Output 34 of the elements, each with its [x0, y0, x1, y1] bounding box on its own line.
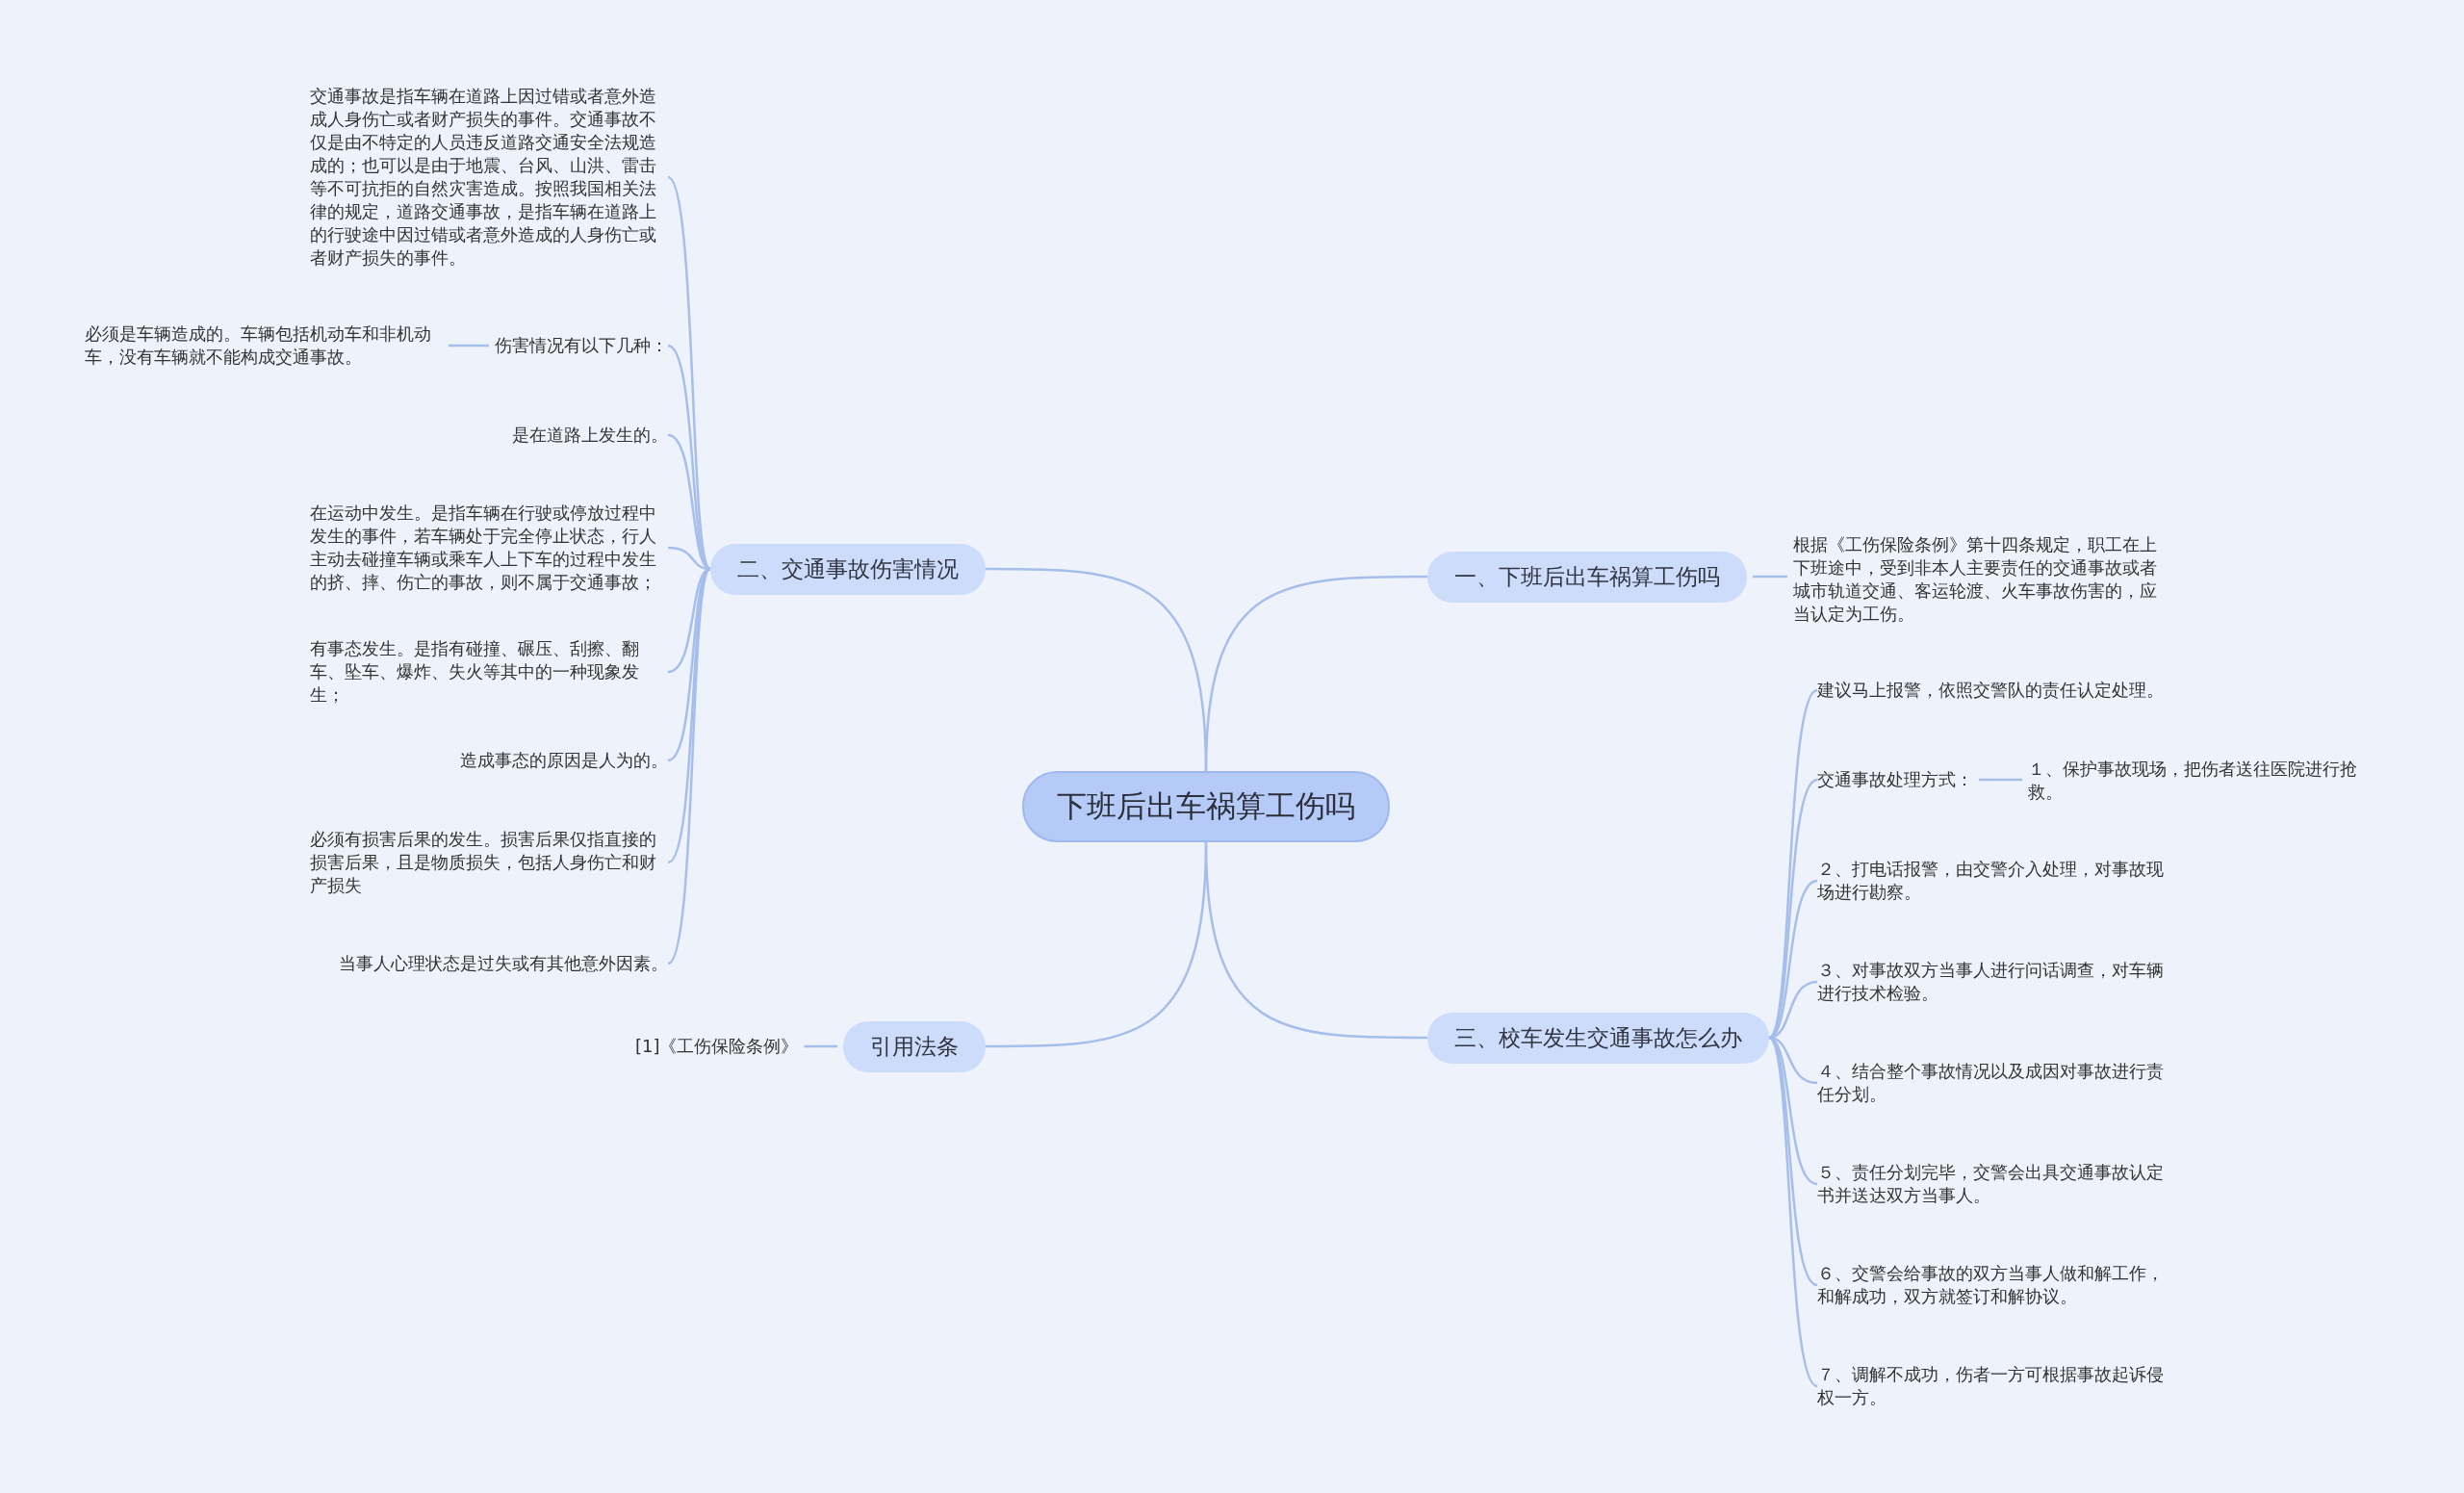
topic-text: 在运动中发生。是指车辆在行驶或停放过程中发生的事件，若车辆处于完全停止状态，行人主动去碰撞车辆或乘车人上下车的过程中发生的挤、摔、伤亡的事故，则不属于交通事故；	[310, 500, 668, 596]
central-topic: 下班后出车祸算工伤吗	[1022, 771, 1390, 842]
connector-line	[667, 176, 712, 570]
topic-text: 有事态发生。是指有碰撞、碾压、刮擦、翻车、坠车、爆炸、失火等其中的一种现象发生；	[310, 635, 668, 708]
topic-text: 当事人心理状态是过失或有其他意外因素。	[339, 950, 668, 977]
branch-topic: 二、交通事故伤害情况	[710, 543, 986, 595]
connector-line	[804, 1044, 837, 1048]
topic-text: [1]《工伤保险条例》	[635, 1033, 799, 1060]
topic-text: ３、对事故双方当事人进行问话调查，对车辆进行技术检验。	[1817, 957, 2178, 1007]
branch-topic: 三、校车发生交通事故怎么办	[1427, 1012, 1769, 1064]
topic-text: 交通事故是指车辆在道路上因过错或者意外造成人身伤亡或者财产损失的事件。交通事故不仅是由不特定的人员违反道路交通安全法规造成的；也可以是由于地震、台风、山洪、雷击等不可抗拒的自然灾害造成。按照我国相关法律的规定，道路交通事故，是指车辆在道路上的行驶途中因过错或者意外造成的人身伤亡或者财产损失的事件。	[310, 83, 668, 271]
connector-line	[1753, 575, 1787, 579]
connector-line	[986, 841, 1208, 1048]
branch-topic: 引用法条	[843, 1020, 986, 1072]
branch-topic: 一、下班后出车祸算工伤吗	[1427, 551, 1747, 603]
topic-text: 造成事态的原因是人为的。	[460, 747, 668, 774]
topic-text: ４、结合整个事故情况以及成因对事故进行责任分划。	[1817, 1058, 2178, 1108]
topic-text: １、保护事故现场，把伤者送往医院进行抢救。	[2028, 756, 2389, 806]
topic-text: 建议马上报警，依照交警队的责任认定处理。	[1817, 677, 2164, 704]
topic-text: 伤害情况有以下几种：	[495, 332, 668, 359]
topic-text: ５、责任分划完毕，交警会出具交通事故认定书并送达双方当事人。	[1817, 1159, 2178, 1209]
topic-text: 是在道路上发生的。	[512, 422, 668, 449]
topic-text: ７、调解不成功，伤者一方可根据事故起诉侵权一方。	[1817, 1361, 2178, 1411]
connector-line	[1979, 778, 2022, 782]
connector-line	[449, 344, 489, 348]
topic-text: 根据《工伤保险条例》第十四条规定，职工在上下班途中，受到非本人主要责任的交通事故或者城市轨道交通、客运轮渡、火车事故伤害的，应当认定为工伤。	[1793, 531, 2159, 628]
connector-line	[1768, 1037, 1818, 1387]
topic-text: 必须是车辆造成的。车辆包括机动车和非机动车，没有车辆就不能构成交通事故。	[85, 321, 443, 371]
topic-text: 必须有损害后果的发生。损害后果仅指直接的损害后果，且是物质损失，包括人身伤亡和财产损失	[310, 826, 668, 899]
connector-line	[667, 568, 712, 965]
topic-text: 交通事故处理方式：	[1817, 766, 1973, 793]
topic-text: ６、交警会给事故的双方当事人做和解工作，和解成功，双方就签订和解协议。	[1817, 1260, 2178, 1310]
topic-text: ２、打电话报警，由交警介入处理，对事故现场进行勘察。	[1817, 856, 2178, 906]
connector-line	[986, 567, 1208, 772]
